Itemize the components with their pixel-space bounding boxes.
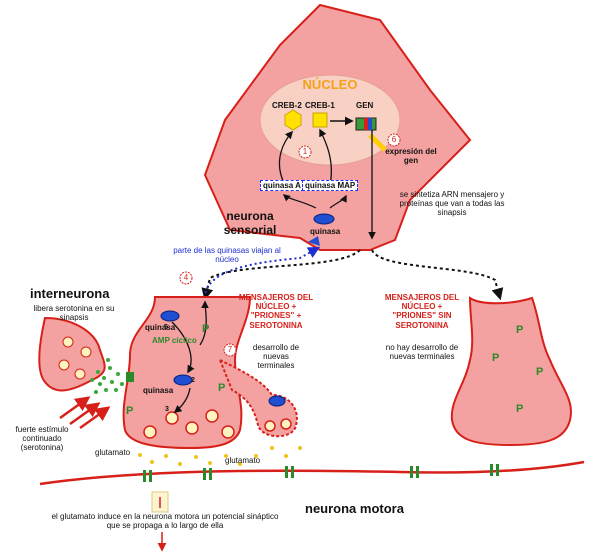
desarrollo-con-label: desarrollo de nuevas terminales [252,343,300,371]
p-marker: P [218,382,226,394]
p-marker: P [492,352,500,364]
glutamato-induce-label: el glutamato induce en la neurona motora… [51,512,279,531]
quinasa-terminal-label: quinasa [145,323,176,332]
nucleus-label: NÚCLEO [302,77,358,92]
neurona-sensorial-label: neurona sensorial [223,209,277,237]
sintetiza-label: se sintetiza ARN mensajero y proteínas q… [399,190,505,218]
creb2-shape [284,109,302,131]
glutamate-dots [138,446,302,466]
creb2-label: CREB-2 [272,101,302,110]
parte-quinasas-label: parte de las quinasas viajan al núcleo [173,246,281,265]
number-6: 6 [391,135,397,144]
p-marker: P [516,403,524,415]
glutamato-label-1: glutamato [95,448,131,457]
p-marker: P [516,324,524,336]
terminal-without-serotonin [450,296,572,447]
creb1-shape [312,112,328,128]
interneuron [38,316,106,392]
fuerte-label: fuerte estímulo continuado (serotonina) [15,425,69,453]
quinasa-map-label: quinasa MAP [302,180,359,192]
quinasa-a-label: quinasa A [260,180,304,192]
quinasa-soma-label: quinasa [310,227,341,236]
number-4: 4 [183,273,189,282]
interneurona-label: interneurona [30,286,110,301]
number-3: 3 [165,406,169,413]
serotonin-dots [90,358,124,394]
expresion-label: expresión del gen [385,147,437,166]
desarrollo-sin-label: no hay desarrollo de nuevas terminales [385,343,459,362]
neurona-motora-label: neurona motora [305,501,404,516]
amp-label: AMP cíclico [152,336,197,345]
libera-label: libera serotonina en su sinapsis [33,304,115,323]
glutamato-label-2: glutamato [225,456,261,465]
number-5: 5 [164,324,168,331]
new-terminal [218,357,298,438]
number-2: 2 [191,377,195,384]
mensajeros-con-label: MENSAJEROS DEL NÚCLEO + "PRIONES" + SERO… [238,293,314,330]
kinase-soma [313,213,335,225]
nucleus [259,74,401,166]
number-7: 7 [227,345,233,354]
p-marker: P [126,405,134,417]
kinase-terminal [160,310,180,322]
mensajeros-sin-label: MENSAJEROS DEL NÚCLEO + "PRIONES" SIN SE… [384,293,460,330]
motor-neuron [39,460,585,486]
p-marker: P [202,323,210,335]
quinasa-mid-label: quinasa [143,386,174,395]
number-1: 1 [302,147,308,156]
p-marker: P [536,366,544,378]
gen-label: GEN [356,101,374,110]
creb1-label: CREB-1 [305,101,335,110]
terminal-with-serotonin [122,296,252,450]
